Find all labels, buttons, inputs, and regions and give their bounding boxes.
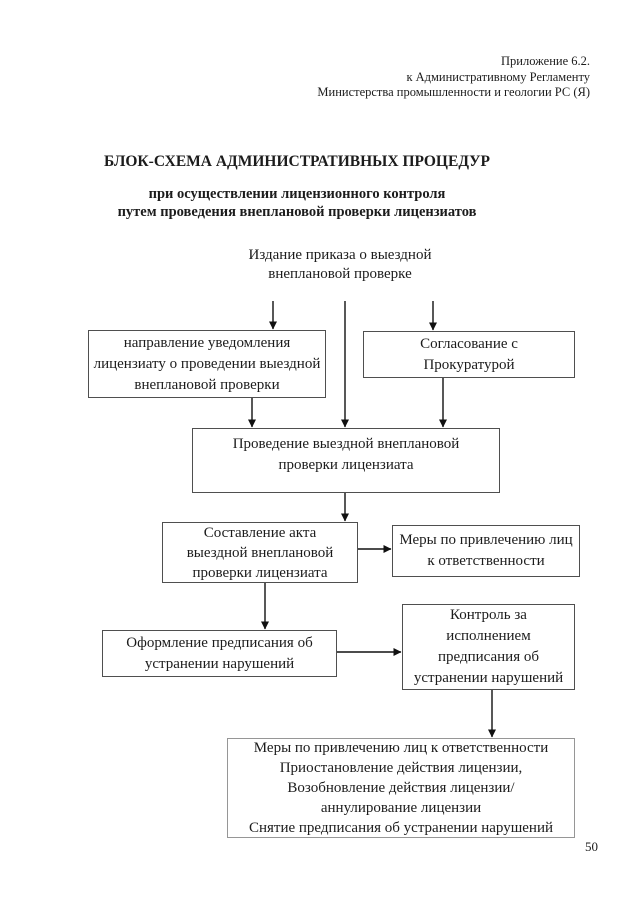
page-title: БЛОК-СХЕМА АДМИНИСТРАТИВНЫХ ПРОЦЕДУР: [103, 153, 491, 170]
flow-node-final-label: Меры по привлечению лиц к ответственност…: [248, 740, 554, 836]
flow-node-final: Меры по привлечению лиц к ответственност…: [227, 738, 575, 838]
appendix-header: Приложение 6.2. к Административному Регл…: [317, 54, 590, 99]
flow-node-inspection-label: Проведение выездной внеплановой проверки…: [232, 436, 460, 473]
flow-node-act: Составление акта выездной внеплановой пр…: [162, 522, 358, 583]
flow-node-notify: направление уведомления лицензиату о про…: [88, 330, 326, 398]
flow-node-notify-label: направление уведомления лицензиату о про…: [93, 334, 321, 393]
flow-node-prosecutor: Согласование с Прокуратурой: [363, 331, 575, 378]
flow-node-measures: Меры по привлечению лиц к ответственност…: [392, 525, 580, 577]
flow-node-control: Контроль за исполнением предписания об у…: [402, 604, 575, 690]
flow-node-measures-label: Меры по привлечению лиц к ответственност…: [399, 532, 573, 569]
flow-node-prescription-label: Оформление предписания об устранении нар…: [126, 634, 313, 672]
flow-node-prescription: Оформление предписания об устранении нар…: [102, 630, 337, 677]
page-subtitle: при осуществлении лицензионного контроля…: [117, 186, 477, 220]
flow-start-label: Издание приказа о выездной внеплановой п…: [248, 247, 432, 282]
flow-node-prosecutor-label: Согласование с Прокуратурой: [420, 335, 518, 373]
flow-node-act-label: Составление акта выездной внеплановой пр…: [186, 524, 334, 581]
page-number: 50: [585, 839, 598, 854]
flow-node-control-label: Контроль за исполнением предписания об у…: [413, 607, 564, 686]
flow-node-inspection: Проведение выездной внеплановой проверки…: [192, 428, 500, 493]
